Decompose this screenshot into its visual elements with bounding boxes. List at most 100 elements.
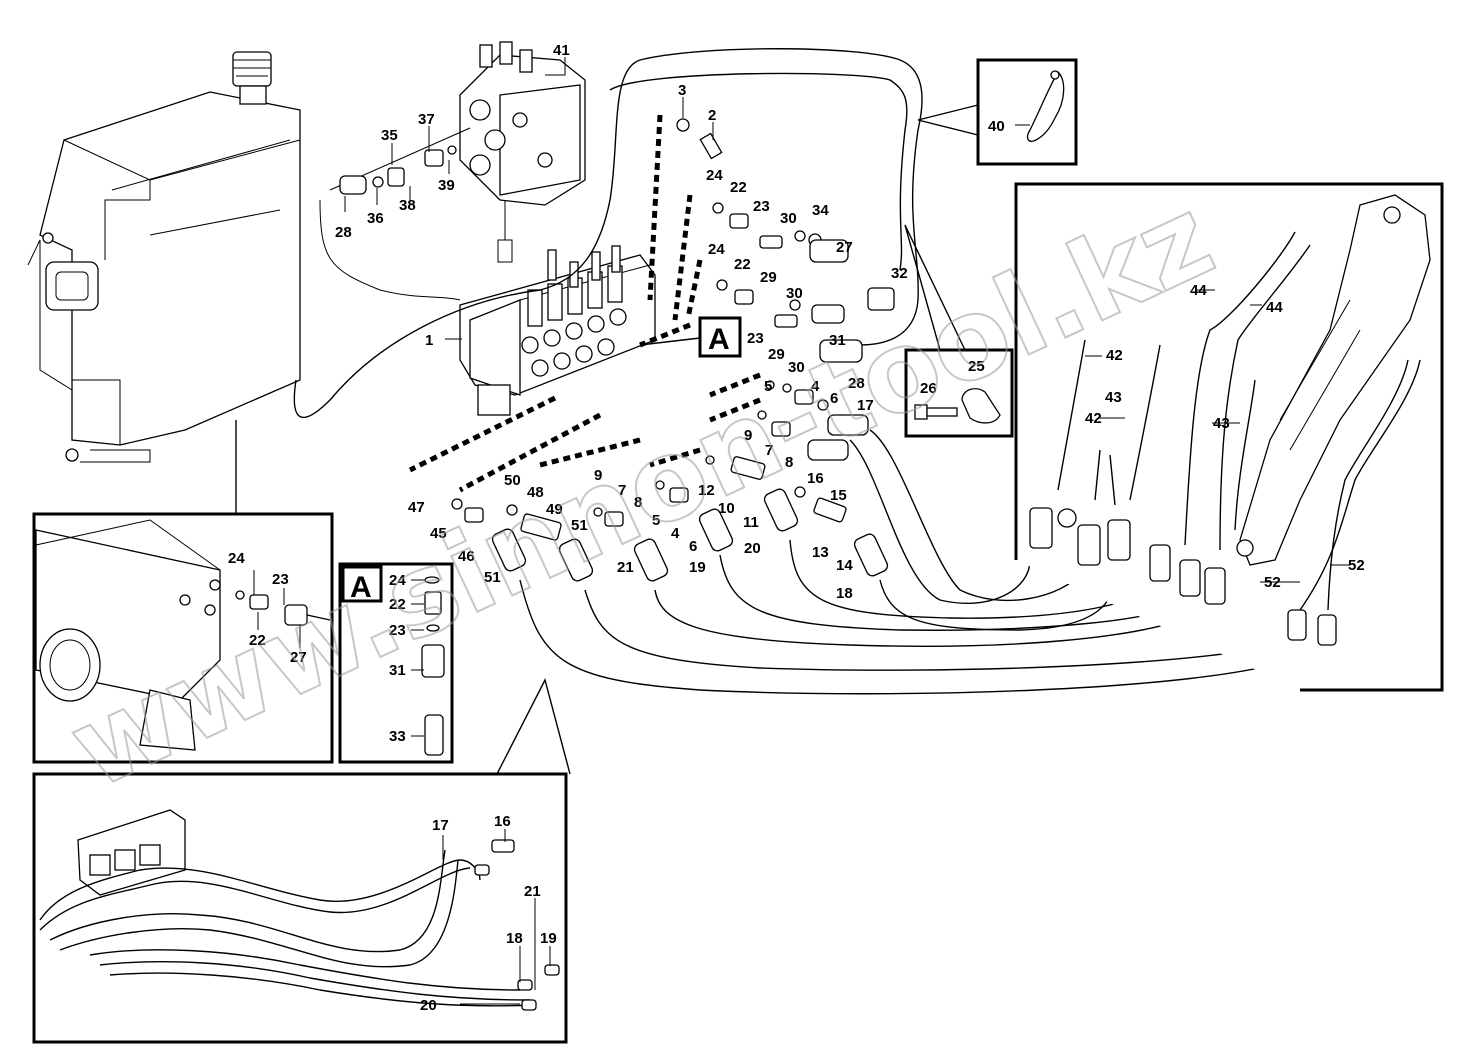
part-label-23d: 23 xyxy=(389,622,406,639)
part-label-24b: 24 xyxy=(708,241,725,258)
part-label-28a: 28 xyxy=(335,224,352,241)
part-label-20a: 20 xyxy=(744,540,761,557)
detail-box-tank-fittings xyxy=(32,420,334,764)
part-label-7b: 7 xyxy=(618,482,626,499)
part-label-51b: 51 xyxy=(484,569,501,586)
part-label-23c: 23 xyxy=(272,571,289,588)
part-label-42a: 42 xyxy=(1106,347,1123,364)
part-label-17a: 17 xyxy=(857,397,874,414)
part-label-38: 38 xyxy=(399,197,416,214)
part-label-6a: 6 xyxy=(830,390,838,407)
part-label-28b: 28 xyxy=(848,375,865,392)
part-label-20b: 20 xyxy=(420,997,437,1014)
part-label-15: 15 xyxy=(830,487,847,504)
part-label-29b: 29 xyxy=(768,346,785,363)
part-number-labels: 41 3 2 40 35 37 39 28 36 38 24 22 23 30 … xyxy=(228,42,1365,1014)
part-label-41: 41 xyxy=(553,42,570,59)
detail-box-view-a xyxy=(338,562,454,764)
part-label-30c: 30 xyxy=(788,359,805,376)
part-label-4b: 4 xyxy=(671,525,680,542)
part-label-5a: 5 xyxy=(764,378,772,395)
detail-box-clamp-40 xyxy=(917,58,1078,166)
fitting-set-41 xyxy=(339,145,457,195)
part-label-18a: 18 xyxy=(836,585,853,602)
hydraulic-tank xyxy=(27,51,301,463)
part-label-4a: 4 xyxy=(811,378,820,395)
part-label-12: 12 xyxy=(698,482,715,499)
part-label-21b: 21 xyxy=(524,883,541,900)
detail-box-clamp-25-26 xyxy=(904,224,1014,438)
part-label-39: 39 xyxy=(438,177,455,194)
part-label-37: 37 xyxy=(418,111,435,128)
part-label-5b: 5 xyxy=(652,512,660,529)
view-a-box-tag: A xyxy=(350,571,372,604)
part-label-1: 1 xyxy=(425,332,433,349)
part-label-35: 35 xyxy=(381,127,398,144)
part-label-24c: 24 xyxy=(228,550,245,567)
detail-box-hose-routing xyxy=(32,678,571,1044)
part-label-52b: 52 xyxy=(1264,574,1281,591)
part-label-48: 48 xyxy=(527,484,544,501)
part-label-7a: 7 xyxy=(765,442,773,459)
part-label-9b: 9 xyxy=(594,467,602,484)
part-label-22d: 22 xyxy=(389,596,406,613)
part-label-51a: 51 xyxy=(571,517,588,534)
detail-box-boom xyxy=(1014,182,1444,692)
part-label-34: 34 xyxy=(812,202,829,219)
part-label-50: 50 xyxy=(504,472,521,489)
part-label-21a: 21 xyxy=(617,559,634,576)
part-label-44a: 44 xyxy=(1190,282,1207,299)
part-label-42b: 42 xyxy=(1085,410,1102,427)
auxiliary-valve xyxy=(329,41,586,263)
valve-spools xyxy=(521,245,627,377)
part-label-27a: 27 xyxy=(836,239,853,256)
leader-lines xyxy=(253,57,1350,1005)
part-label-19b: 19 xyxy=(540,930,557,947)
part-label-19a: 19 xyxy=(689,559,706,576)
part-label-29a: 29 xyxy=(760,269,777,286)
part-label-49: 49 xyxy=(546,501,563,518)
part-label-40: 40 xyxy=(988,118,1005,135)
part-label-47: 47 xyxy=(408,499,425,516)
view-a-tag: A xyxy=(708,323,730,356)
part-label-22b: 22 xyxy=(734,256,751,273)
view-a-callout: A A xyxy=(350,316,742,604)
part-label-30b: 30 xyxy=(786,285,803,302)
boom-end-fittings xyxy=(1029,507,1337,646)
part-label-14: 14 xyxy=(836,557,853,574)
part-label-36: 36 xyxy=(367,210,384,227)
part-label-46: 46 xyxy=(458,548,475,565)
lower-fittings xyxy=(451,455,889,582)
part-label-13: 13 xyxy=(812,544,829,561)
dashed-pipes xyxy=(408,114,761,493)
part-label-52a: 52 xyxy=(1348,557,1365,574)
part-label-32: 32 xyxy=(891,265,908,282)
part-label-23a: 23 xyxy=(753,198,770,215)
part-label-22c: 22 xyxy=(249,632,266,649)
part-label-27b: 27 xyxy=(290,649,307,666)
part-label-22a: 22 xyxy=(730,179,747,196)
part-label-31b: 31 xyxy=(389,662,406,679)
part-label-24d: 24 xyxy=(389,572,406,589)
part-label-44b: 44 xyxy=(1266,299,1283,316)
part-label-8b: 8 xyxy=(634,494,642,511)
part-label-23b: 23 xyxy=(747,330,764,347)
part-label-43b: 43 xyxy=(1213,415,1230,432)
part-label-16b: 16 xyxy=(494,813,511,830)
part-label-25: 25 xyxy=(968,358,985,375)
part-label-18b: 18 xyxy=(506,930,523,947)
part-label-17b: 17 xyxy=(432,817,449,834)
part-label-31a: 31 xyxy=(829,332,846,349)
return-hose xyxy=(293,48,923,419)
part-label-9a: 9 xyxy=(744,427,752,444)
part-label-8a: 8 xyxy=(785,454,793,471)
part-label-33: 33 xyxy=(389,728,406,745)
part-label-10: 10 xyxy=(718,500,735,517)
part-label-2: 2 xyxy=(708,107,716,124)
part-label-11: 11 xyxy=(743,514,759,531)
part-label-30a: 30 xyxy=(780,210,797,227)
part-label-43a: 43 xyxy=(1105,389,1122,406)
part-label-16a: 16 xyxy=(807,470,824,487)
part-label-6b: 6 xyxy=(689,538,697,555)
